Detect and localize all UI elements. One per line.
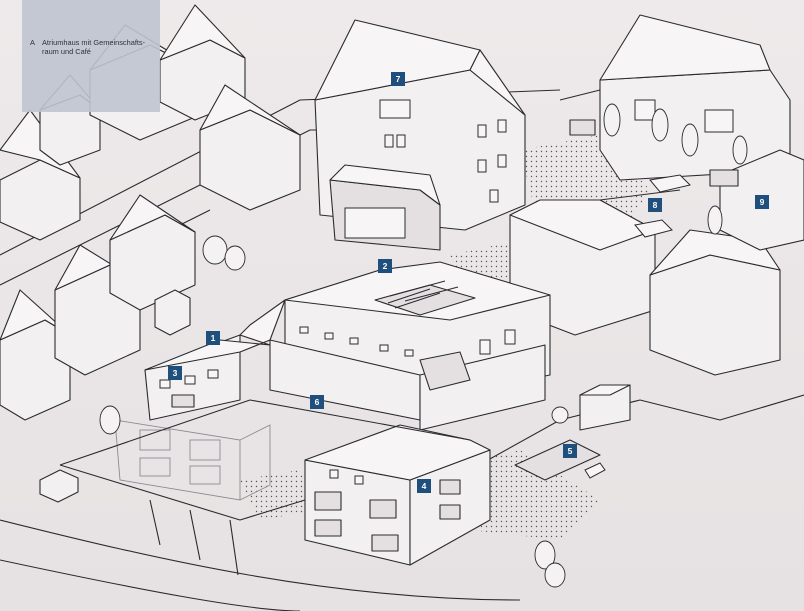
legend-text-line2: raum und Café bbox=[42, 47, 91, 56]
building-3-ghost bbox=[114, 419, 271, 501]
marker-8: 8 bbox=[648, 198, 662, 212]
legend-key: A bbox=[30, 38, 35, 47]
building-4 bbox=[304, 424, 491, 566]
legend: A Atriumhaus mit Gemeinschafts-raum und C… bbox=[30, 38, 170, 56]
legend-panel bbox=[22, 0, 160, 112]
marker-6: 6 bbox=[310, 395, 324, 409]
marker-4: 4 bbox=[417, 479, 431, 493]
marker-2: 2 bbox=[378, 259, 392, 273]
marker-5: 5 bbox=[563, 444, 577, 458]
marker-7: 7 bbox=[391, 72, 405, 86]
legend-text: Atriumhaus mit Gemeinschafts-raum und Ca… bbox=[42, 38, 160, 56]
garage-5 bbox=[514, 384, 631, 481]
trees bbox=[99, 103, 748, 588]
marker-1: 1 bbox=[206, 331, 220, 345]
building-1 bbox=[144, 299, 286, 421]
building-2 bbox=[269, 261, 551, 431]
legend-text-line1: Atriumhaus mit Gemeinschafts- bbox=[42, 38, 146, 47]
site-boundary bbox=[59, 399, 471, 521]
marker-3: 3 bbox=[168, 366, 182, 380]
houses-left bbox=[0, 4, 301, 503]
marker-9: 9 bbox=[755, 195, 769, 209]
building-7 bbox=[314, 19, 526, 251]
